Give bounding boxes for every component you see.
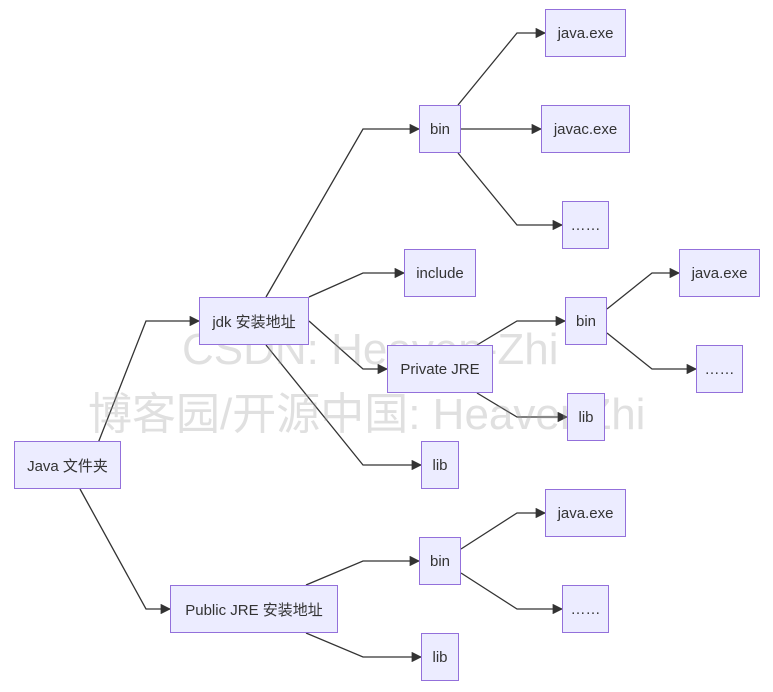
node-public-jre-bin: bin bbox=[419, 537, 461, 585]
edge-public-jre-bin-to-more bbox=[460, 572, 564, 615]
node-private-jre-bin-java-exe: java.exe bbox=[679, 249, 760, 297]
node-jdk: jdk 安装地址 bbox=[199, 297, 309, 345]
edge-public-jre-to-lib bbox=[305, 632, 423, 663]
edge-jdk-to-jdk-bin bbox=[265, 123, 421, 298]
node-jdk-bin-javac-exe: javac.exe bbox=[541, 105, 630, 153]
edge-jdk-to-include bbox=[308, 267, 406, 298]
node-public-jre-bin-more: …… bbox=[562, 585, 609, 633]
edge-public-jre-bin-to-java-exe bbox=[460, 507, 547, 550]
edge-jdk-to-private-jre bbox=[308, 320, 389, 375]
edge-public-jre-to-bin bbox=[305, 555, 421, 586]
edge-jdk-bin-to-java-exe bbox=[457, 27, 547, 106]
edge-private-jre-bin-to-more bbox=[606, 332, 698, 375]
node-private-jre: Private JRE bbox=[387, 345, 493, 393]
edge-java-folder-to-public-jre bbox=[79, 488, 172, 615]
node-private-jre-lib: lib bbox=[567, 393, 605, 441]
node-jdk-include: include bbox=[404, 249, 476, 297]
node-public-jre-bin-java-exe: java.exe bbox=[545, 489, 626, 537]
node-public-jre-lib: lib bbox=[421, 633, 459, 681]
edge-jdk-bin-to-more bbox=[457, 152, 564, 231]
node-private-jre-bin-more: …… bbox=[696, 345, 743, 393]
edge-private-jre-to-bin bbox=[476, 315, 567, 346]
edge-private-jre-to-lib bbox=[476, 392, 569, 423]
node-jdk-bin-more: …… bbox=[562, 201, 609, 249]
node-public-jre: Public JRE 安装地址 bbox=[170, 585, 338, 633]
node-private-jre-bin: bin bbox=[565, 297, 607, 345]
node-jdk-bin: bin bbox=[419, 105, 461, 153]
node-java-folder: Java 文件夹 bbox=[14, 441, 121, 489]
node-jdk-lib: lib bbox=[421, 441, 459, 489]
node-jdk-bin-java-exe: java.exe bbox=[545, 9, 626, 57]
edge-java-folder-to-jdk bbox=[79, 315, 201, 490]
edge-jdk-to-jdk-lib bbox=[265, 344, 423, 471]
edge-private-jre-bin-to-java-exe bbox=[606, 267, 681, 310]
